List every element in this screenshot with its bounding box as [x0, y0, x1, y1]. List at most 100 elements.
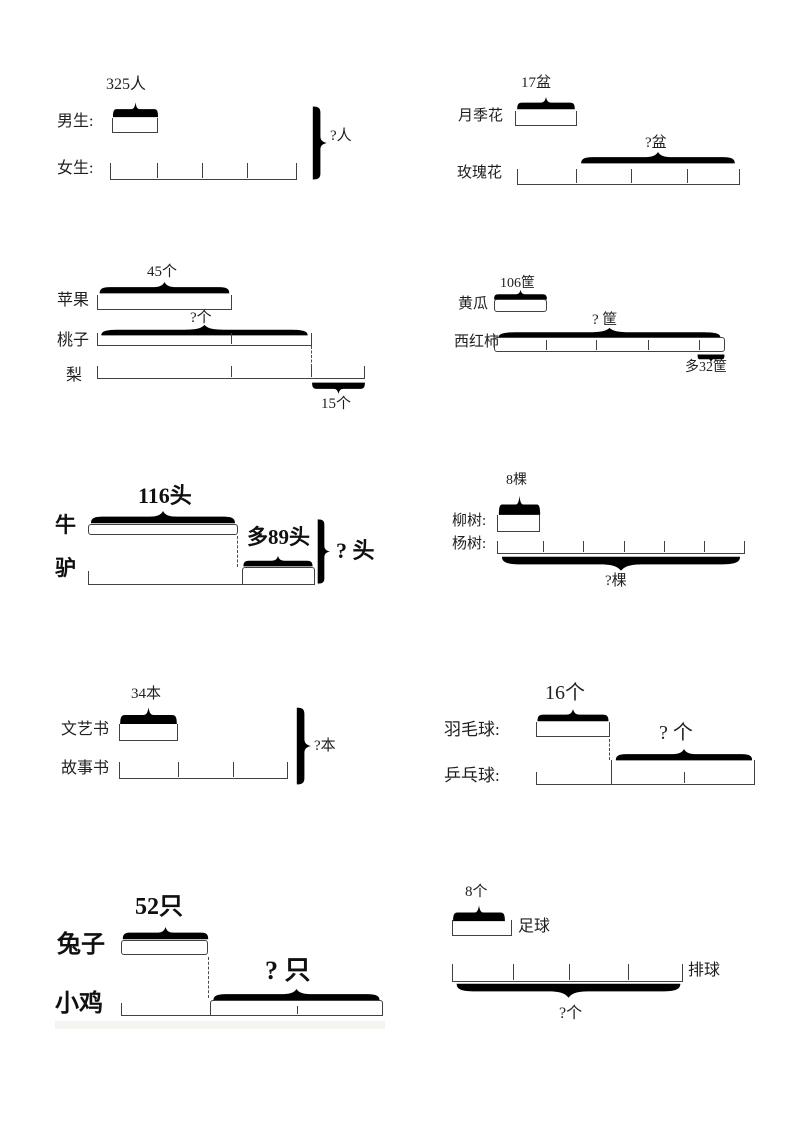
badminton-label: 羽毛球:: [444, 720, 500, 739]
pear-label: 梨: [66, 367, 83, 384]
pear-extra-brace: [312, 382, 365, 395]
tick: [157, 163, 158, 178]
boys-label: 男生:: [57, 113, 94, 130]
rose2-part-label: ?盆: [645, 135, 667, 151]
donkey-extra-label: 多89头: [247, 525, 310, 549]
tick: [596, 340, 597, 350]
apple-label: 苹果: [57, 292, 90, 309]
girls-bar: [110, 163, 297, 180]
tick: [546, 340, 547, 350]
volleyball-total-brace: [456, 983, 681, 998]
total-brace: [317, 519, 330, 584]
tick: [178, 762, 179, 777]
pear-extra-label: 15个: [321, 396, 352, 412]
boys-bar: [112, 118, 158, 133]
apple-bar: [97, 295, 232, 310]
tick: [576, 169, 577, 183]
poplar-label: 杨树:: [452, 536, 487, 552]
tick: [569, 964, 570, 980]
tick: [624, 541, 625, 552]
cucumber-bar: [494, 299, 547, 312]
pear-bar: [97, 366, 365, 379]
rabbit-brace: [122, 927, 209, 940]
soccer-bar: [452, 920, 512, 936]
tick: [231, 366, 232, 377]
tick: [684, 772, 685, 783]
chick-bar: [121, 1003, 383, 1016]
cattle-label: 牛: [55, 513, 76, 537]
total-label: ?人: [330, 128, 352, 144]
volleyball-label: 排球: [688, 962, 721, 979]
willow-label: 柳树:: [452, 513, 487, 529]
soccer-label: 足球: [518, 918, 551, 935]
willow-count-label: 8棵: [506, 473, 527, 488]
pingpong-divider-wall: [611, 760, 612, 785]
chick-label: 小鸡: [55, 991, 103, 1017]
cucumber-label: 黄瓜: [458, 296, 489, 312]
tick: [631, 169, 632, 183]
cattle-brace: [91, 511, 235, 524]
rose2-bar: [517, 169, 740, 185]
cattle-count-label: 116头: [138, 483, 192, 508]
peach-bar: [97, 333, 312, 346]
pingpong-bar: [536, 772, 755, 785]
tick: [664, 541, 665, 552]
pingpong-extra-label: ? 个: [659, 722, 693, 744]
apple-brace: [99, 281, 230, 294]
total-label: ?本: [314, 738, 336, 754]
tick: [513, 964, 514, 980]
tick: [628, 964, 629, 980]
tomato-extra-label: 多32筐: [685, 360, 727, 375]
badminton-bar: [536, 722, 610, 737]
willow-bar: [497, 515, 540, 532]
tick: [704, 541, 705, 552]
total-brace: [312, 106, 327, 180]
tick: [648, 340, 649, 350]
chick-extra-label: ? 只: [265, 956, 311, 985]
poplar-total-brace: [501, 556, 741, 571]
rose1-bar: [515, 111, 577, 126]
scan-shadow: [55, 1021, 385, 1029]
tick: [247, 163, 248, 178]
total-brace: [296, 707, 311, 785]
total-label: ? 头: [336, 538, 375, 563]
alignment-dash: [609, 739, 610, 760]
alignment-dash: [208, 957, 209, 998]
art-books-count-label: 34本: [131, 686, 162, 702]
tick: [202, 163, 203, 178]
story-books-label: 故事书: [61, 760, 110, 777]
tick: [231, 333, 232, 344]
volleyball-bar: [452, 964, 683, 982]
volleyball-total-label: ?个: [559, 1005, 583, 1022]
poplar-total-label: ?棵: [605, 573, 627, 589]
soccer-count-label: 8个: [465, 884, 488, 900]
story-books-bar: [119, 762, 288, 779]
alignment-dash: [237, 536, 238, 567]
boys-count-label: 325人: [106, 76, 147, 93]
rose1-label: 月季花: [458, 108, 504, 124]
girls-label: 女生:: [57, 160, 94, 177]
tick: [297, 1006, 298, 1014]
donkey-extra-brace: [243, 555, 313, 567]
pingpong-label: 乒乓球:: [444, 766, 500, 785]
tick: [583, 541, 584, 552]
willow-brace: [498, 495, 541, 515]
cucumber-count-label: 106筐: [500, 276, 535, 291]
peach-label: 桃子: [57, 332, 90, 349]
art-books-brace: [120, 707, 177, 725]
tick: [233, 762, 234, 777]
poplar-bar: [497, 541, 745, 554]
pingpong-extra-brace: [615, 748, 753, 761]
peach-count-label: ?个: [190, 310, 212, 326]
rose2-label: 玫瑰花: [457, 165, 503, 181]
badminton-count-label: 16个: [545, 682, 585, 704]
tick: [311, 366, 312, 377]
tick: [543, 541, 544, 552]
tomato-label: 西红柿: [454, 334, 500, 350]
tick: [687, 169, 688, 183]
rose1-count-label: 17盆: [521, 75, 552, 91]
cattle-bar: [88, 524, 238, 535]
rose1-brace: [517, 97, 575, 110]
tomato-count-label: ? 筐: [592, 312, 618, 328]
